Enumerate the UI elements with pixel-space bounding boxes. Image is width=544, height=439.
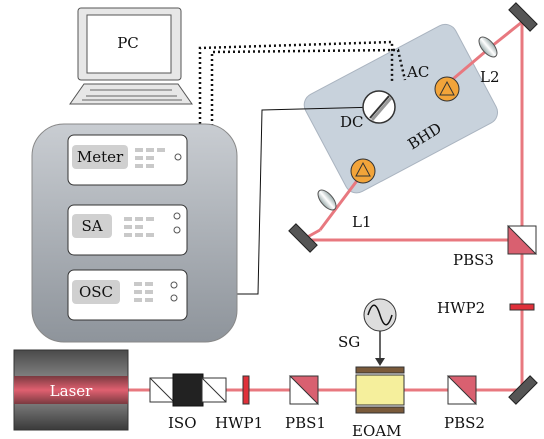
detector-upper [434, 76, 460, 102]
sa-instrument: SA [67, 204, 188, 256]
dc-label: DC [340, 113, 364, 131]
hwp1-plate [242, 375, 250, 405]
osc-instrument: OSC [67, 269, 188, 321]
pc-label: PC [117, 34, 139, 52]
pbs1-cube [288, 375, 319, 406]
mirror-top-right [508, 2, 538, 32]
mirror-bottom-right [508, 375, 538, 405]
lens-l2 [478, 36, 498, 58]
laser-source: Laser [13, 349, 129, 431]
eoam-label: EOAM [352, 422, 401, 439]
bhd-box [303, 23, 499, 194]
lens-l1 [317, 189, 337, 211]
isolator [149, 373, 227, 407]
iso-label: ISO [168, 414, 197, 432]
pbs1-label: PBS1 [285, 414, 326, 432]
detector-lower [350, 158, 376, 184]
signal-generator [363, 298, 397, 366]
pbs2-label: PBS2 [444, 414, 485, 432]
instrument-rack: Meter SA OSC [31, 123, 238, 343]
sg-label: SG [338, 333, 360, 351]
hwp1-label: HWP1 [215, 414, 263, 432]
pc: PC [69, 7, 193, 105]
meter-instrument: Meter [67, 134, 188, 186]
eoam-modulator [355, 366, 405, 414]
meter-label: Meter [77, 148, 124, 166]
pbs3-label: PBS3 [453, 251, 494, 269]
l1-label: L1 [352, 213, 372, 231]
laser-label: Laser [50, 382, 93, 400]
dc-splitter [362, 90, 396, 124]
ac-label: AC [406, 63, 429, 81]
pbs3-cube [507, 224, 538, 255]
pbs2-cube [446, 375, 477, 406]
mirror-left [288, 223, 318, 253]
hwp2-label: HWP2 [437, 299, 485, 317]
hwp2-plate [509, 303, 535, 311]
sa-label: SA [81, 217, 102, 235]
l2-label: L2 [480, 68, 500, 86]
osc-label: OSC [79, 283, 113, 301]
